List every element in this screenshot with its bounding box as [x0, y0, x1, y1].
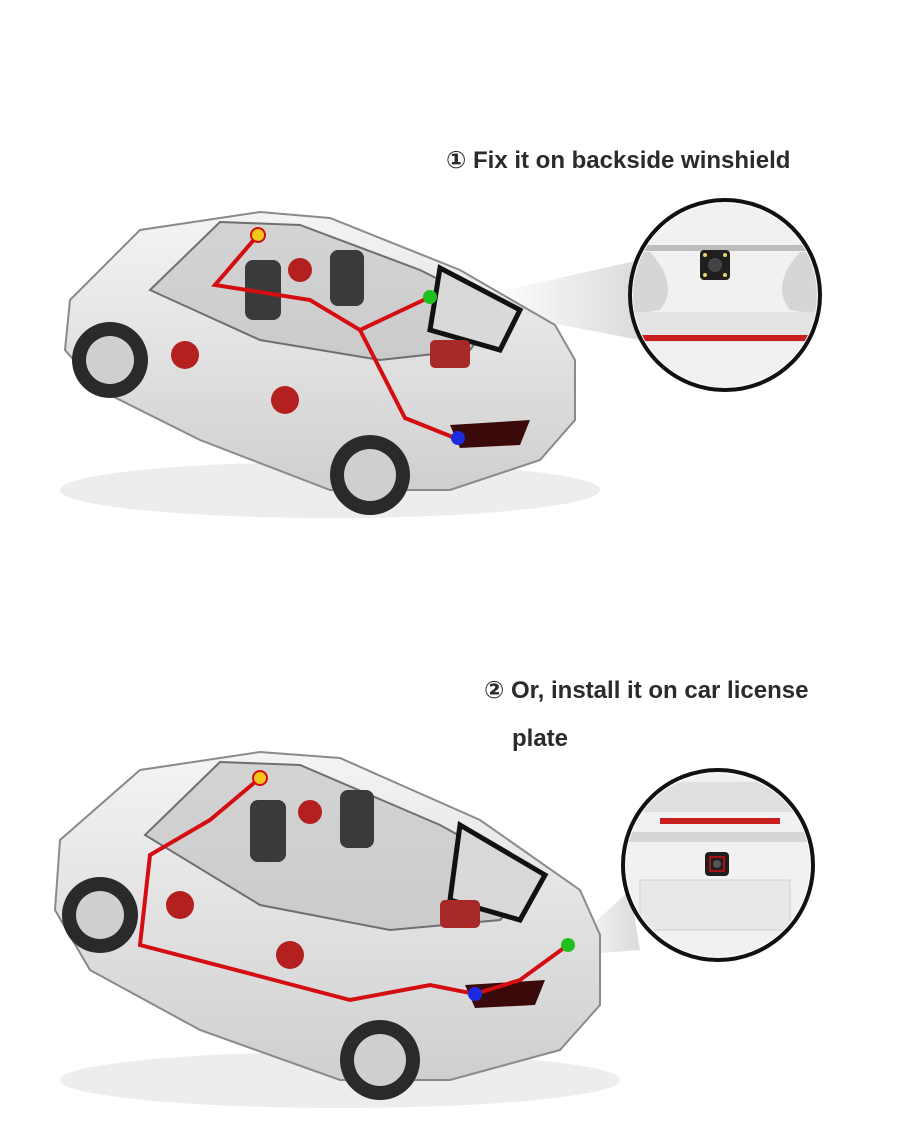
callout-windshield	[630, 200, 820, 390]
marker-start	[251, 228, 265, 242]
car-body	[65, 212, 575, 515]
step2-caption-line1: ② Or, install it on car license	[484, 676, 808, 705]
callout-license-plate	[620, 770, 820, 960]
marker-camera	[423, 290, 437, 304]
marker-taillight	[451, 431, 465, 445]
scene-windshield-install	[0, 190, 900, 530]
marker-camera	[561, 938, 575, 952]
car-body	[55, 752, 600, 1100]
scene-license-plate-install	[0, 740, 900, 1120]
car-illustration-1	[0, 190, 900, 530]
marker-start	[253, 771, 267, 785]
marker-taillight	[468, 987, 482, 1001]
step1-caption: ① Fix it on backside winshield	[446, 146, 790, 175]
car-illustration-2	[0, 740, 900, 1120]
